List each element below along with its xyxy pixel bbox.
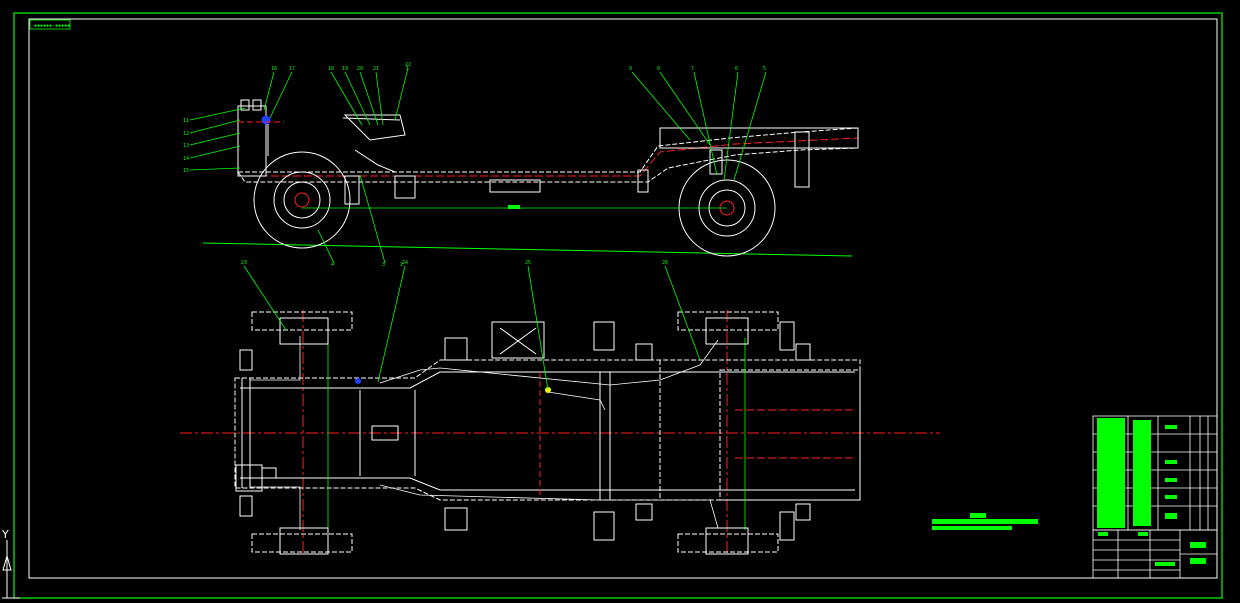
side-leader-label-7: 7 (691, 66, 694, 72)
inner-frame (28, 18, 1218, 579)
side-leader-label-1: 1 (406, 66, 409, 72)
side-view-leaders (189, 67, 767, 264)
plan-leader-label-26: 26 (662, 260, 668, 266)
side-leader-label-20: 20 (357, 66, 363, 72)
plan-leader-label-24: 24 (402, 260, 408, 266)
parts-list-fills (1097, 418, 1206, 566)
side-leader-label-13: 13 (183, 143, 189, 149)
parts-list-table (1092, 415, 1218, 579)
dimension-mark-1 (970, 513, 986, 518)
plan-leader-label-23: 23 (241, 260, 247, 266)
side-leader-label-11: 11 (183, 118, 189, 124)
side-leader-label-9: 9 (629, 66, 632, 72)
outer-frame (13, 12, 1223, 599)
side-view (202, 99, 859, 257)
side-leader-label-6: 6 (735, 66, 738, 72)
plan-view-leaders (243, 265, 701, 391)
side-leader-label-18: 18 (328, 66, 334, 72)
dimension-mark-3 (932, 526, 1012, 530)
side-leader-label-16: 16 (271, 66, 277, 72)
side-leader-label-2: 2 (400, 262, 403, 268)
side-leader-label-17: 17 (289, 66, 295, 72)
side-leader-label-14: 14 (183, 156, 189, 162)
plan-leader-label-25: 25 (525, 260, 531, 266)
side-leader-label-19: 19 (342, 66, 348, 72)
dimension-mark-2 (932, 519, 1038, 524)
title-tag-box (29, 19, 71, 30)
ucs-icon: Y (1, 528, 20, 599)
side-leader-label-8: 8 (657, 66, 660, 72)
side-leader-label-21: 21 (373, 66, 379, 72)
side-leader-label-22: 22 (405, 62, 411, 68)
side-leader-label-4: 4 (331, 262, 334, 268)
side-leader-label-5: 5 (763, 66, 766, 72)
title-tag-text: ▪▪▪▪▪▪-▪▪▪▪▪ (34, 23, 70, 29)
side-leader-label-15: 15 (183, 168, 189, 174)
side-leader-label-12: 12 (183, 131, 189, 137)
side-leader-label-3: 3 (382, 262, 385, 268)
plan-view (180, 310, 940, 555)
ucs-y-label: Y (1, 528, 9, 541)
